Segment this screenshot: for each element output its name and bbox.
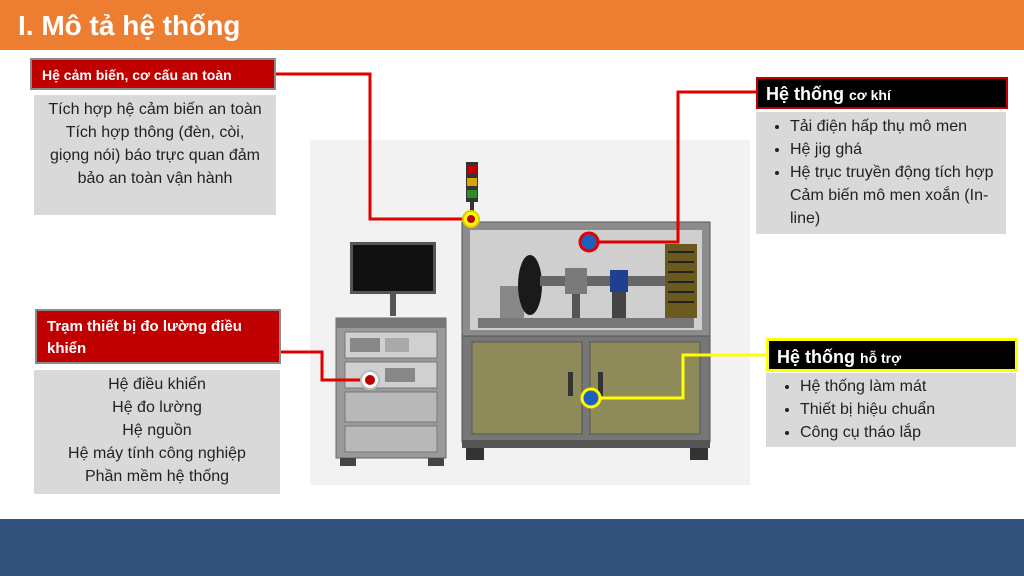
support-label: Hệ thống hỗ trợ [766, 338, 1018, 372]
mechanical-label-sub: cơ khí [849, 87, 891, 103]
mechanical-description: Tải điện hấp thụ mô men Hệ jig ghá Hệ tr… [756, 112, 1006, 234]
wheel-motor [518, 255, 542, 315]
support-label-sub: hỗ trợ [860, 350, 902, 366]
safety-label-text: Hệ cảm biến, cơ cấu an toàn [42, 67, 232, 83]
page-title: I. Mô tả hệ thống [18, 10, 241, 41]
safety-line-1: Tích hợp hệ cảm biến an toàn [48, 101, 262, 118]
support-description: Hệ thống làm mát Thiết bị hiệu chuẩn Côn… [766, 373, 1016, 447]
torque-sensor [610, 270, 628, 292]
leader-mechanical [590, 90, 756, 244]
marker-safety-inner [467, 215, 475, 223]
mechanical-list: Tải điện hấp thụ mô men Hệ jig ghá Hệ tr… [762, 115, 1000, 230]
support-item-1: Hệ thống làm mát [800, 375, 1010, 398]
leader-support [592, 353, 766, 400]
station-line-3: Hệ nguồn [122, 422, 192, 439]
title-bar: I. Mô tả hệ thống [0, 0, 1024, 50]
mechanical-item-2: Hệ jig ghá [790, 138, 1000, 161]
safety-line-2: Tích hợp thông (đèn, còi, giọng nói) báo… [50, 124, 260, 187]
monitor-screen [353, 245, 433, 291]
mechanical-label: Hệ thống cơ khí [756, 77, 1008, 109]
marker-station-inner [365, 375, 375, 385]
mechanical-item-1: Tải điện hấp thụ mô men [790, 115, 1000, 138]
station-line-2: Hệ đo lường [112, 399, 202, 416]
mechanical-label-main: Hệ thống [766, 84, 844, 104]
marker-mechanical [578, 231, 600, 253]
support-item-2: Thiết bị hiệu chuẩn [800, 398, 1010, 421]
support-list: Hệ thống làm mát Thiết bị hiệu chuẩn Côn… [772, 375, 1010, 444]
safety-label: Hệ cảm biến, cơ cấu an toàn [30, 58, 276, 90]
leader-station [280, 350, 370, 382]
safety-description: Tích hợp hệ cảm biến an toàn Tích hợp th… [34, 95, 276, 215]
marker-support [580, 387, 602, 409]
mechanical-item-3: Hệ trục truyền động tích hợp Cảm biến mô… [790, 161, 1000, 230]
support-label-main: Hệ thống [777, 347, 855, 367]
station-line-1: Hệ điều khiển [108, 376, 206, 393]
station-description: Hệ điều khiển Hệ đo lường Hệ nguồn Hệ má… [34, 370, 280, 494]
station-line-4: Hệ máy tính công nghiệp [68, 445, 246, 462]
support-item-3: Công cụ tháo lắp [800, 421, 1010, 444]
station-line-5: Phần mềm hệ thống [84, 468, 230, 485]
station-label: Trạm thiết bị đo lường điều khiển [35, 309, 281, 364]
leader-safety [276, 72, 470, 221]
footer-bar [0, 519, 1024, 576]
station-label-text: Trạm thiết bị đo lường điều khiển [47, 318, 242, 357]
control-cabinet [335, 242, 447, 466]
